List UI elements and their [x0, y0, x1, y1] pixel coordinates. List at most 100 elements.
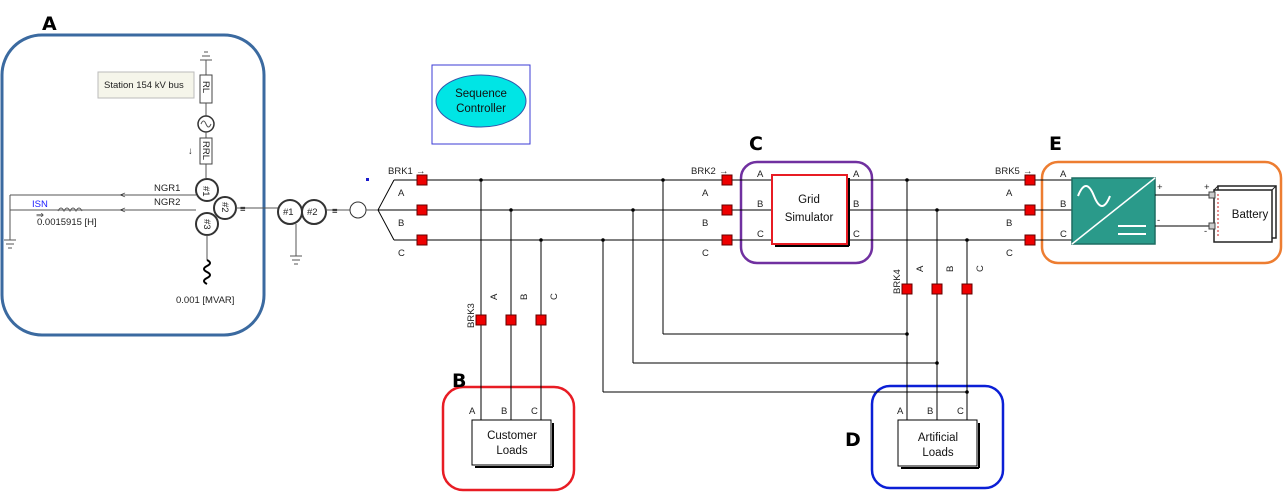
brk2-phase-b: B — [702, 218, 708, 229]
brk4-group[interactable]: BRK4 A B C — [892, 265, 986, 295]
region-e-letter: E — [1049, 133, 1062, 155]
brk1-b[interactable] — [416, 204, 428, 216]
station-bus-label: Station 154 kV bus — [104, 80, 184, 91]
brk4-a[interactable] — [901, 283, 913, 295]
brk3-b[interactable] — [505, 314, 517, 326]
brk1-group[interactable]: BRK1 → A B C — [388, 166, 428, 259]
mvar-label: 0.001 [MVAR] — [176, 295, 234, 306]
artificial-loads-phase-a: A — [897, 406, 904, 417]
transformer2-winding2 — [301, 199, 327, 225]
grid-sim-out-c: C — [853, 229, 860, 240]
battery-label: Battery — [1232, 209, 1269, 221]
brk4-phase-b: B — [945, 266, 956, 272]
battery-minus: - — [1204, 226, 1207, 237]
svg-text:↓: ↓ — [188, 146, 193, 157]
customer-loads-phase-a: A — [469, 406, 476, 417]
mvar-reactor — [203, 259, 211, 285]
brk3-a[interactable] — [475, 314, 487, 326]
inverter-phase-a: A — [1060, 169, 1067, 180]
brk3-phase-c: C — [549, 293, 560, 300]
grid-simulator[interactable]: Grid Simulator A B C A B C — [757, 169, 860, 247]
grid-simulator-line2: Simulator — [785, 212, 834, 224]
battery-terminal-plus — [1208, 191, 1216, 199]
artificial-loads[interactable]: Artificial Loads A B C — [897, 406, 980, 469]
brk1-label: BRK1 — [388, 166, 413, 177]
svg-text:<: < — [120, 190, 126, 201]
brk2-a[interactable] — [721, 174, 733, 186]
sequence-controller-line1: Sequence — [455, 88, 507, 100]
brk3-phase-a: A — [489, 293, 500, 300]
sequence-controller-line2: Controller — [456, 103, 506, 115]
battery-plus: + — [1204, 182, 1210, 193]
sequence-controller[interactable]: Sequence Controller — [431, 64, 531, 145]
brk5-phase-a: A — [1006, 188, 1013, 199]
brk5-a[interactable] — [1024, 174, 1036, 186]
grid-simulator-line1: Grid — [798, 194, 820, 206]
t1-w2-label: #2 — [219, 202, 230, 213]
rrl-label: RRL — [200, 141, 211, 160]
region-d-letter: D — [845, 429, 861, 451]
isn-inductor — [57, 207, 83, 213]
t2-w2-label: #2 — [307, 207, 318, 218]
inverter[interactable]: A B C + - — [1060, 169, 1210, 245]
brk2-phase-a: A — [702, 188, 709, 199]
brk4-phase-c: C — [975, 265, 986, 272]
region-a-letter: A — [42, 13, 57, 35]
brk1-phase-a: A — [398, 188, 405, 199]
isn-inductance-label: 0.0015915 [H] — [37, 217, 97, 228]
artificial-loads-line1: Artificial — [918, 432, 958, 444]
brk2-group[interactable]: BRK2 → A B C — [691, 166, 733, 259]
svg-text:→: → — [719, 166, 729, 177]
isn-label: ISN — [32, 199, 48, 210]
brk1-c[interactable] — [416, 234, 428, 246]
brk4-c[interactable] — [961, 283, 973, 295]
brk5-c[interactable] — [1024, 234, 1036, 246]
brk2-c[interactable] — [721, 234, 733, 246]
brk4-phase-a: A — [915, 265, 926, 272]
artificial-loads-phase-c: C — [957, 406, 964, 417]
station-bus-label-box — [97, 71, 195, 99]
grid-sim-out-a: A — [853, 169, 860, 180]
transformer1-winding1 — [195, 178, 219, 202]
customer-loads[interactable]: Customer Loads A B C — [469, 406, 554, 468]
region-a-box — [0, 33, 266, 337]
brk1-a[interactable] — [416, 174, 428, 186]
brk4-b[interactable] — [931, 283, 943, 295]
artificial-loads-line2: Loads — [922, 447, 954, 459]
brk3-c[interactable] — [535, 314, 547, 326]
ac-wave-icon — [1077, 185, 1111, 207]
rl-label: RL — [200, 81, 211, 93]
t1-w1-label: #1 — [200, 186, 211, 197]
grid-sim-in-b: B — [757, 199, 763, 210]
meter-icon — [349, 201, 367, 219]
grid-sim-in-c: C — [757, 229, 764, 240]
brk2-b[interactable] — [721, 204, 733, 216]
brk3-group[interactable]: BRK3 A B C — [466, 293, 560, 328]
brk1-phase-b: B — [398, 218, 404, 229]
svg-text:⇒: ⇒ — [36, 210, 44, 221]
svg-text:→: → — [1023, 166, 1033, 177]
brk5-phase-c: C — [1006, 248, 1013, 259]
svg-text:<: < — [120, 205, 126, 216]
svg-text:→: → — [416, 166, 426, 177]
region-b-letter: B — [452, 370, 466, 392]
battery-terminal-minus — [1208, 222, 1216, 230]
brk4-label: BRK4 — [892, 269, 903, 294]
inverter-plus: + — [1157, 182, 1163, 193]
grid-sim-out-b: B — [853, 199, 859, 210]
grid-sim-in-a: A — [757, 169, 764, 180]
region-e-box — [1040, 160, 1283, 265]
brk5-group[interactable]: BRK5 → A B C — [995, 166, 1036, 259]
sequence-controller-ellipse[interactable] — [435, 74, 527, 128]
customer-loads-line1: Customer — [487, 430, 537, 442]
main-bus — [394, 178, 1072, 420]
brk2-phase-c: C — [702, 248, 709, 259]
brk2-label: BRK2 — [691, 166, 716, 177]
artificial-loads-phase-b: B — [927, 406, 933, 417]
brk5-phase-b: B — [1006, 218, 1012, 229]
inverter-phase-c: C — [1060, 229, 1067, 240]
battery[interactable]: + - Battery — [1204, 182, 1277, 243]
svg-text:≡: ≡ — [240, 204, 246, 215]
brk5-b[interactable] — [1024, 204, 1036, 216]
